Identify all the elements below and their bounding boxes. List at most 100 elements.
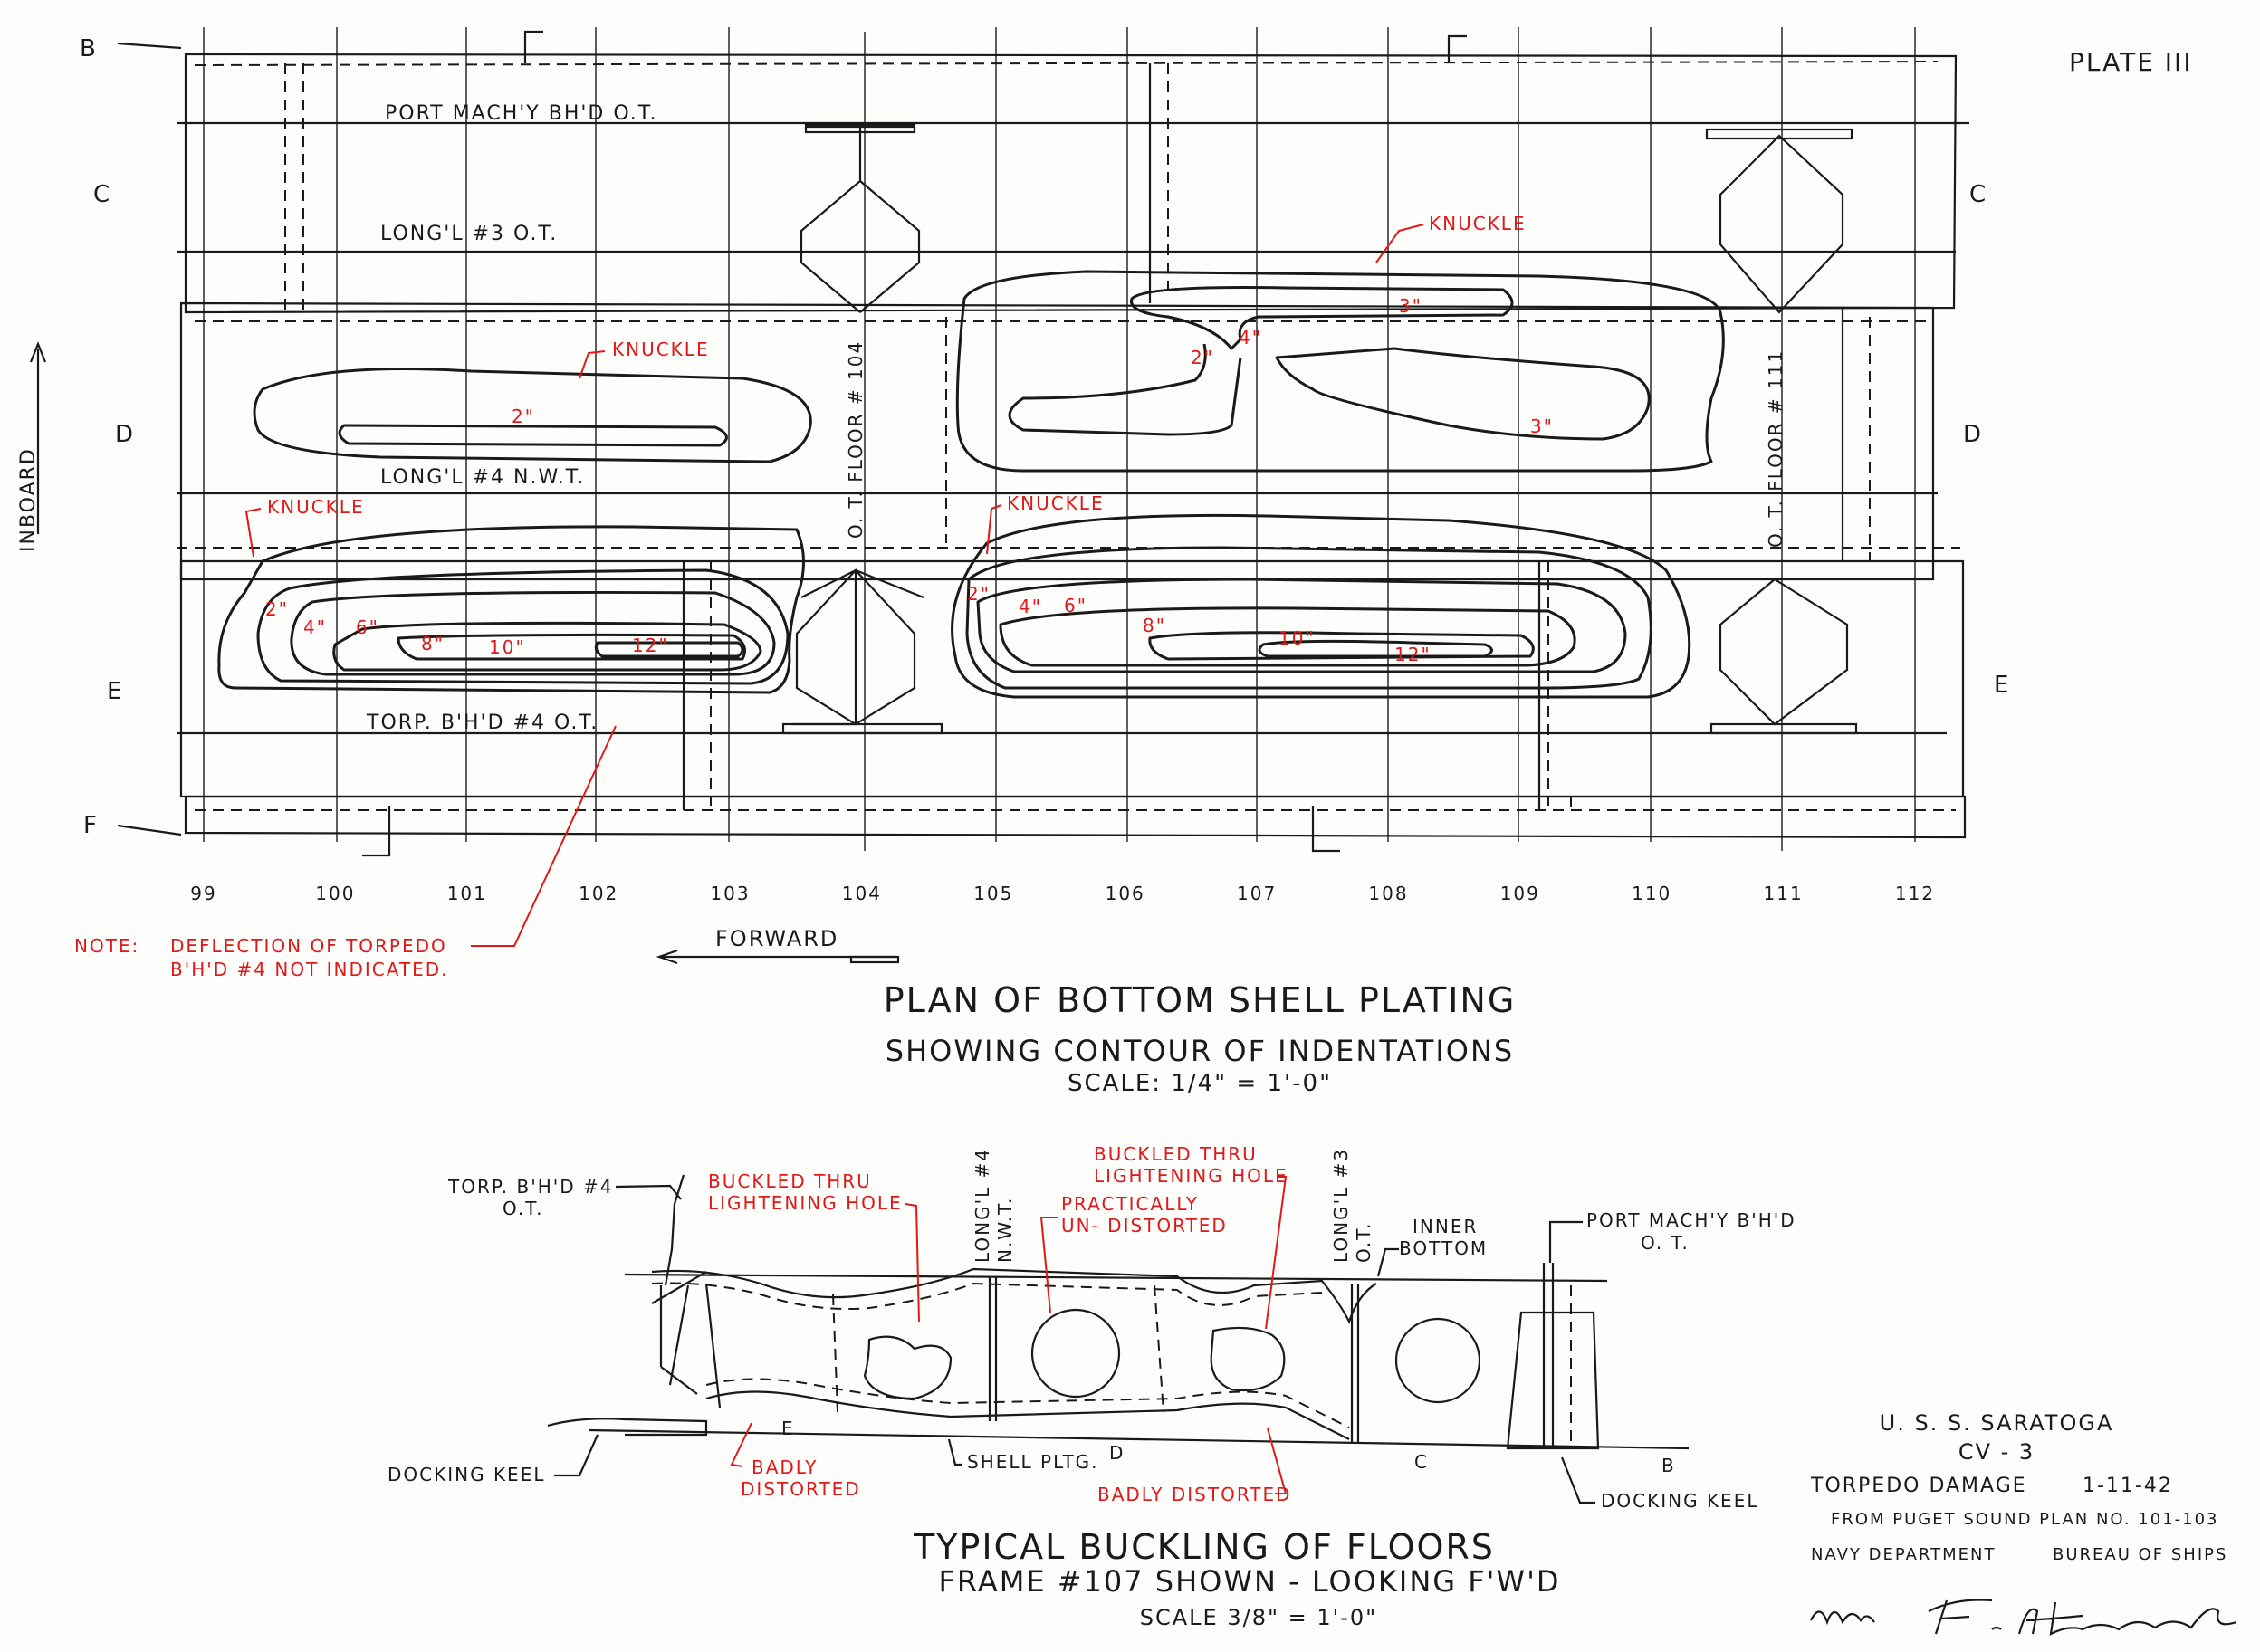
label-undistorted: UN- DISTORTED xyxy=(1061,1215,1228,1237)
row-letter-c: C xyxy=(93,181,111,208)
contour-lines xyxy=(217,270,1725,699)
depth-e-l-2: 2" xyxy=(265,598,289,620)
floor-section-view xyxy=(547,1174,1690,1450)
label-badly-2: BADLY DISTORTED xyxy=(1097,1484,1292,1505)
frame-number-111: 111 xyxy=(1764,883,1804,904)
contour-depth-labels: 2" 2" 4" 3" 3" 2" 4" 6" 8" 10" 12" 2" 4"… xyxy=(265,295,1554,665)
forward-arrow: FORWARD xyxy=(656,926,900,965)
label-port-bhd: PORT MACH'Y B'H'D xyxy=(1586,1209,1796,1231)
label-badly-1a: BADLY xyxy=(752,1456,819,1478)
plan-title: PLAN OF BOTTOM SHELL PLATING xyxy=(884,980,1517,1020)
forward-label: FORWARD xyxy=(715,926,838,951)
row-letter-c-right: C xyxy=(1969,181,1987,208)
plan-scale: SCALE: 1/4" = 1'-0" xyxy=(1068,1070,1332,1097)
label-long3-b: O.T. xyxy=(1353,1222,1374,1264)
label-docking-keel-right: DOCKING KEEL xyxy=(1601,1490,1758,1512)
depth-e-l-8: 8" xyxy=(421,633,445,654)
label-long4: LONG'L #4 N.W.T. xyxy=(380,466,586,489)
label-buckled-2b: LIGHTENING HOLE xyxy=(1094,1165,1288,1187)
label-buckled-1b: LIGHTENING HOLE xyxy=(708,1192,903,1214)
frame-number-105: 105 xyxy=(973,883,1013,904)
torpedo-note: NOTE: DEFLECTION OF TORPEDO B'H'D #4 NOT… xyxy=(74,725,617,980)
knuckle-label-1: KNUCKLE xyxy=(1429,213,1527,234)
depth-d-r3: 3" xyxy=(1399,295,1422,317)
section-scale: SCALE 3/8" = 1'-0" xyxy=(1140,1605,1377,1630)
frame-number-109: 109 xyxy=(1500,883,1540,904)
depth-e-l-4: 4" xyxy=(303,616,327,638)
plan-subtitle: SHOWING CONTOUR OF INDENTATIONS xyxy=(886,1034,1514,1068)
depth-d-r2: 4" xyxy=(1239,327,1262,349)
depth-e-r-4: 4" xyxy=(1019,596,1042,617)
label-floor-111: O. T. FLOOR # 111 xyxy=(1765,349,1786,548)
knuckle-annotations: KNUCKLE KNUCKLE KNUCKLE KNUCKLE xyxy=(244,213,1527,558)
section-letter-c: C xyxy=(1414,1451,1429,1473)
section-letter-d: D xyxy=(1109,1442,1125,1464)
row-letter-e-right: E xyxy=(1994,672,2010,699)
label-docking-keel-left: DOCKING KEEL xyxy=(388,1464,545,1485)
row-letter-d-right: D xyxy=(1963,421,1983,448)
label-badly-1b: DISTORTED xyxy=(741,1478,861,1500)
row-letter-d: D xyxy=(115,421,135,448)
note-lead: NOTE: xyxy=(74,935,139,957)
frame-number-102: 102 xyxy=(579,883,618,904)
label-bottom: BOTTOM xyxy=(1399,1237,1488,1259)
note-line-1: DEFLECTION OF TORPEDO xyxy=(170,935,447,957)
label-torp-bulkhead: TORP. B'H'D #4 O.T. xyxy=(366,711,599,734)
plate-number: PLATE III xyxy=(2069,47,2193,77)
frame-number-106: 106 xyxy=(1106,883,1145,904)
label-long3-a: LONG'L #3 xyxy=(1330,1148,1352,1263)
hull-number: CV - 3 xyxy=(1958,1439,2035,1465)
frame-number-107: 107 xyxy=(1237,883,1277,904)
plan-outline xyxy=(177,27,1969,857)
frame-number-103: 103 xyxy=(710,883,750,904)
frame-number-99: 99 xyxy=(190,883,216,904)
knuckle-label-2: KNUCKLE xyxy=(612,339,710,360)
inboard-label: INBOARD xyxy=(17,447,40,552)
frame-number-100: 100 xyxy=(315,883,355,904)
depth-e-r-12: 12" xyxy=(1394,644,1432,665)
frame-number-110: 110 xyxy=(1632,883,1671,904)
depth-e-r-6: 6" xyxy=(1064,595,1087,616)
label-torp-bhd: TORP. B'H'D #4 xyxy=(447,1176,614,1198)
frame-number-108: 108 xyxy=(1368,883,1408,904)
frame-number-101: 101 xyxy=(447,883,487,904)
note-line-2: B'H'D #4 NOT INDICATED. xyxy=(170,959,449,980)
section-subtitle: FRAME #107 SHOWN - LOOKING F'W'D xyxy=(939,1564,1561,1599)
label-port-bulkhead: PORT MACH'Y BH'D O.T. xyxy=(385,102,658,125)
label-long4-a: LONG'L #4 xyxy=(972,1148,993,1263)
label-long4-b: N.W.T. xyxy=(994,1197,1016,1263)
depth-e-l-12: 12" xyxy=(632,635,669,656)
signature xyxy=(1810,1599,2237,1636)
row-letter-e: E xyxy=(107,678,123,705)
pointer-b xyxy=(117,42,182,50)
navy-department: NAVY DEPARTMENT xyxy=(1811,1545,1996,1564)
inboard-arrow: INBOARD xyxy=(17,341,47,552)
label-inner: INNER xyxy=(1412,1216,1478,1237)
depth-e-l-10: 10" xyxy=(489,636,526,658)
depth-e-l-6: 6" xyxy=(356,616,379,638)
bureau-of-ships: BUREAU OF SHIPS xyxy=(2053,1545,2227,1564)
title-block: U. S. S. SARATOGA CV - 3 TORPEDO DAMAGE … xyxy=(1810,1410,2237,1636)
row-letter-f: F xyxy=(83,812,99,839)
pointer-f xyxy=(117,824,182,836)
depth-d-r4: 3" xyxy=(1530,415,1554,437)
section-title: TYPICAL BUCKLING OF FLOORS xyxy=(913,1527,1495,1567)
depth-e-r-8: 8" xyxy=(1143,615,1166,636)
damage-title: TORPEDO DAMAGE xyxy=(1810,1475,2027,1497)
label-practically: PRACTICALLY xyxy=(1061,1193,1199,1215)
depth-e-r-10: 10" xyxy=(1278,627,1316,649)
label-long3: LONG'L #3 O.T. xyxy=(380,223,558,245)
label-port-ot: O. T. xyxy=(1641,1232,1690,1254)
depth-d-r1: 2" xyxy=(1191,347,1214,368)
knuckle-label-4: KNUCKLE xyxy=(1007,492,1105,514)
depth-d-left: 2" xyxy=(512,406,535,427)
source-plan: FROM PUGET SOUND PLAN NO. 101-103 xyxy=(1831,1510,2219,1529)
depth-e-r-2: 2" xyxy=(967,583,991,605)
knuckle-label-3: KNUCKLE xyxy=(267,496,365,518)
ship-name: U. S. S. SARATOGA xyxy=(1880,1410,2114,1436)
label-floor-104: O. T. FLOOR # 104 xyxy=(845,340,867,539)
frame-number-112: 112 xyxy=(1895,883,1935,904)
label-shell-pltg: SHELL PLTG. xyxy=(967,1451,1099,1473)
